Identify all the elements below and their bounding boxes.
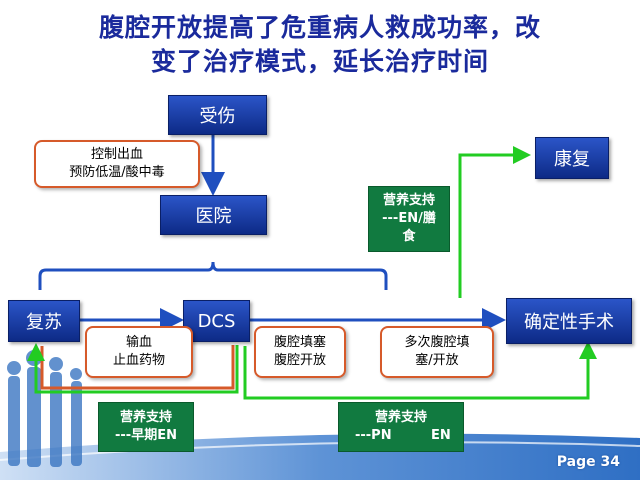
note-line: 止血药物 (112, 353, 165, 368)
arrow-dcs-to-definitive-lower (243, 341, 597, 400)
nutrition-line: 营养支持 (119, 410, 172, 425)
definitive-surgery-box: 确定性手术 (506, 298, 632, 344)
note-line: 腹腔开放 (273, 353, 326, 368)
note-line: 多次腹腔填 (404, 335, 470, 350)
loop-resuscitation (27, 343, 239, 394)
nutrition-line: 食 (402, 229, 416, 244)
hospital-box: 医院 (160, 195, 267, 235)
recovery-box: 康复 (535, 137, 609, 179)
injury-box: 受伤 (168, 95, 267, 135)
nutrition-en-diet-box: 营养支持 ---EN/膳 食 (368, 186, 450, 252)
nutrition-en-label: EN (431, 428, 451, 443)
nutrition-pn-label: ---PN (355, 428, 392, 443)
note-line: 输血 (125, 335, 152, 350)
page-title-line1: 腹腔开放提高了危重病人救成功率，改 (98, 13, 541, 42)
nutrition-line: 营养支持 (374, 410, 427, 425)
note-control-bleeding: 控制出血 预防低温/酸中毒 (34, 140, 200, 188)
nutrition-line: 营养支持 (382, 193, 435, 208)
nutrition-line: ---早期EN (115, 428, 177, 443)
note-line: 塞/开放 (415, 353, 459, 368)
brace-bracket (38, 261, 388, 290)
nutrition-early-en-box: 营养支持 ---早期EN (98, 402, 194, 452)
nutrition-pn-en-box: 营养支持 ---PN EN (338, 402, 464, 452)
note-multiple-packing: 多次腹腔填 塞/开放 (380, 326, 494, 378)
resuscitation-box: 复苏 (8, 300, 80, 342)
arrow-definitive-to-recovery (458, 146, 531, 298)
note-line: 预防低温/酸中毒 (69, 165, 165, 180)
note-packing-open: 腹腔填塞 腹腔开放 (254, 326, 346, 378)
note-line: 控制出血 (90, 147, 143, 162)
page-title-line2: 变了治疗模式，延长治疗时间 (150, 47, 489, 76)
dcs-box: DCS (183, 300, 250, 342)
nutrition-line: ---EN/膳 (382, 211, 436, 226)
note-line: 腹腔填塞 (273, 335, 326, 350)
note-transfusion: 输血 止血药物 (85, 326, 193, 378)
page-number: Page 34 (556, 454, 620, 470)
